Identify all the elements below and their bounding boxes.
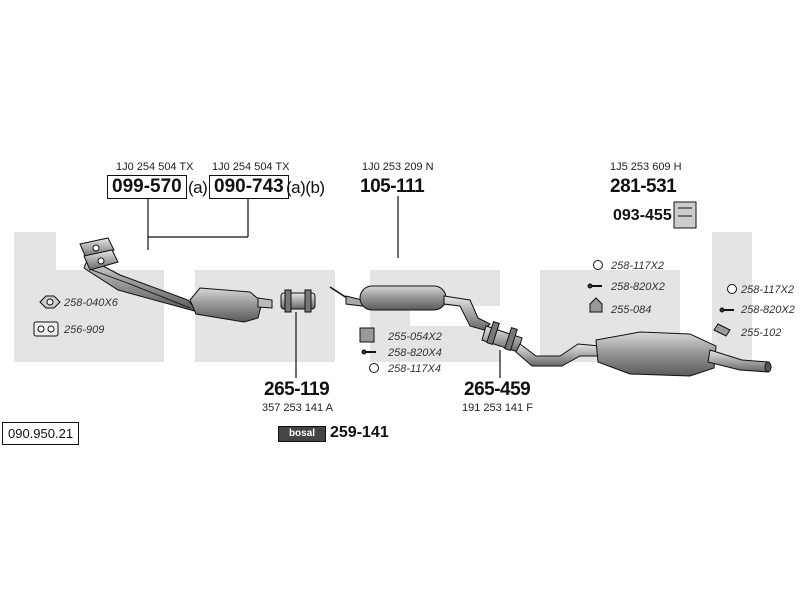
middle-silencer-shape xyxy=(329,285,491,331)
clamp-2-oem: 191 253 141 F xyxy=(462,402,533,414)
rear-silencer-number: 281-531 xyxy=(610,176,677,197)
clamp-1-shape xyxy=(280,289,316,313)
front-pipe-1-suffix: (a) xyxy=(188,178,208,197)
leader-lines xyxy=(147,195,501,378)
rear-ring-2-label: 258-117X2 xyxy=(741,284,795,296)
rear-bolt-2-label: 258-820X2 xyxy=(741,304,795,316)
front-pipe-1-number: 099-570 xyxy=(107,175,187,199)
clamp-2-number: 265-459 xyxy=(464,379,531,400)
gasket-left-label: 256-909 xyxy=(64,324,105,336)
front-pipe-1-oem: 1J0 254 504 TX xyxy=(116,161,194,173)
front-pipe-2-oem: 1J0 254 504 TX xyxy=(212,161,290,173)
front-pipe-2-number: 090-743 xyxy=(209,175,289,199)
diagram-id: 090.950.21 xyxy=(2,422,80,445)
middle-silencer-oem: 1J0 253 209 N xyxy=(362,161,434,173)
paste-number: 259-141 xyxy=(330,424,389,441)
clamp-1-number: 265-119 xyxy=(264,379,330,400)
small-part-icons xyxy=(33,201,737,373)
rear-bolt-1-label: 258-820X2 xyxy=(611,281,665,293)
mid-bracket-label: 255-054X2 xyxy=(388,331,442,343)
rear-hanger-1-label: 255-084 xyxy=(611,304,652,316)
bosal-paste-icon: bosal xyxy=(278,426,326,442)
rear-hanger-2-label: 255-102 xyxy=(741,327,782,339)
rear-ring-1-label: 258-117X2 xyxy=(611,260,665,272)
rear-silencer-shape xyxy=(515,331,772,377)
rear-silencer-oem: 1J5 253 609 H xyxy=(610,161,682,173)
catalytic-converter-shape xyxy=(189,287,273,323)
nut-left-label: 258-040X6 xyxy=(64,297,118,309)
mounting-kit-number: 093-455 xyxy=(613,207,672,224)
middle-silencer-number: 105-111 xyxy=(360,176,425,197)
mid-ring-label: 258-117X4 xyxy=(388,363,442,375)
front-pipe-2-suffix: (a)(b) xyxy=(286,178,325,197)
clamp-1-oem: 357 253 141 A xyxy=(262,402,333,414)
mid-bolt-label: 258-820X4 xyxy=(388,347,442,359)
